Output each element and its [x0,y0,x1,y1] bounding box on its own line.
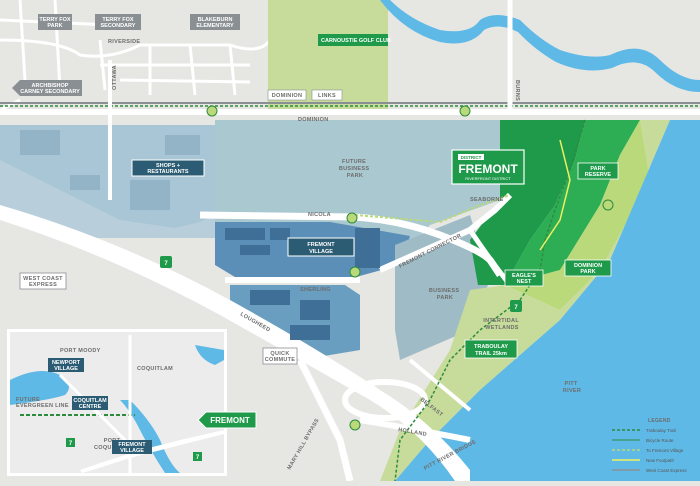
road-label-sherling: SHERLING [300,287,331,293]
buildings [225,228,380,340]
svg-text:7: 7 [514,305,518,311]
svg-text:PORT MOODY: PORT MOODY [60,348,101,354]
svg-text:West Coast Express: West Coast Express [646,468,687,473]
road-label-dominion: DOMINION [298,117,329,123]
mary-hill-bypass [296,358,354,482]
highway-7-shield-1: 7 [160,256,172,268]
svg-text:DISTRICT: DISTRICT [461,155,482,160]
sign-carnoustie-golf-club: CARNOUSTIE GOLF CLUB [318,34,391,46]
road-label-holland: HOLLAND [398,427,428,438]
road-label-riverside: RIVERSIDE [108,39,140,45]
inset-map: PORT MOODY COQUITLAM PORTCOQUITLAM NEWPO… [7,329,227,476]
road-label-seaborne: SEABORNE [470,197,504,203]
pitt-river-label: PITT RIVER [563,381,581,394]
svg-text:FREMONT: FREMONT [458,162,518,176]
holland-road [359,417,471,443]
svg-text:New Footpath: New Footpath [646,458,675,463]
legend: LEGEND Traboulay Trail Bicycle Route To … [612,418,687,473]
svg-text:FREMONT: FREMONT [210,416,250,425]
svg-text:SHOPS +RESTAURANTS: SHOPS +RESTAURANTS [147,163,188,175]
road-label-ottawa: OTTAWA [112,65,118,90]
belfast-road [408,358,472,412]
future-business-park-label: FUTURE BUSINESS PARK [339,159,371,179]
trail-markers [206,105,614,431]
svg-text:COQUITLAM: COQUITLAM [137,366,173,372]
svg-text:7: 7 [164,261,168,267]
fremont-green [505,120,640,285]
to-fremont-route [354,194,511,224]
road-label-burns: BURNS [514,80,520,101]
west-buildings [20,130,200,210]
creek [380,0,700,92]
svg-text:Traboulay Trail: Traboulay Trail [646,428,676,433]
intertidal-wetlands-label: INTERTIDAL WETLANDS [483,318,520,331]
future-business-park-zone [215,120,500,255]
pitt-river [395,120,700,481]
inset-fremont-callout[interactable]: FREMONT [197,411,257,429]
intertidal-wetlands [380,120,670,481]
sign-dominion-links: DOMINION LINKS [267,89,343,101]
svg-text:7: 7 [69,441,73,447]
svg-text:LINKS: LINKS [318,93,336,99]
sign-shops-restaurants: SHOPS +RESTAURANTS [131,159,205,177]
svg-text:CARNOUSTIE GOLF CLUB: CARNOUSTIE GOLF CLUB [321,38,391,44]
nicola-road [199,211,503,277]
road-label-mary-hill-bypass: MARY HILL BYPASS [287,418,321,471]
lougheed-highway [0,205,470,481]
interchange [342,379,428,421]
fremont-connector [378,192,513,273]
svg-text:Bicycle Route: Bicycle Route [646,438,674,443]
svg-text:To Fremont Village: To Fremont Village [646,448,684,453]
new-footpath [539,139,571,251]
traboulay-trail [394,119,586,482]
highway-7-shield-2: 7 [510,300,522,312]
business-park-label: BUSINESS PARK [429,288,461,301]
road-label-nicola: NICOLA [308,212,331,218]
svg-text:LEGEND: LEGEND [648,418,671,424]
residential-streets [0,0,282,112]
fremont-brand-sign[interactable]: DISTRICT FREMONT RIVERFRONT DISTRICT [451,149,525,185]
svg-text:DOMINION: DOMINION [272,93,303,99]
svg-text:RIVERFRONT DISTRICT: RIVERFRONT DISTRICT [465,176,511,181]
svg-text:7: 7 [196,455,200,461]
fremont-development [470,120,585,285]
